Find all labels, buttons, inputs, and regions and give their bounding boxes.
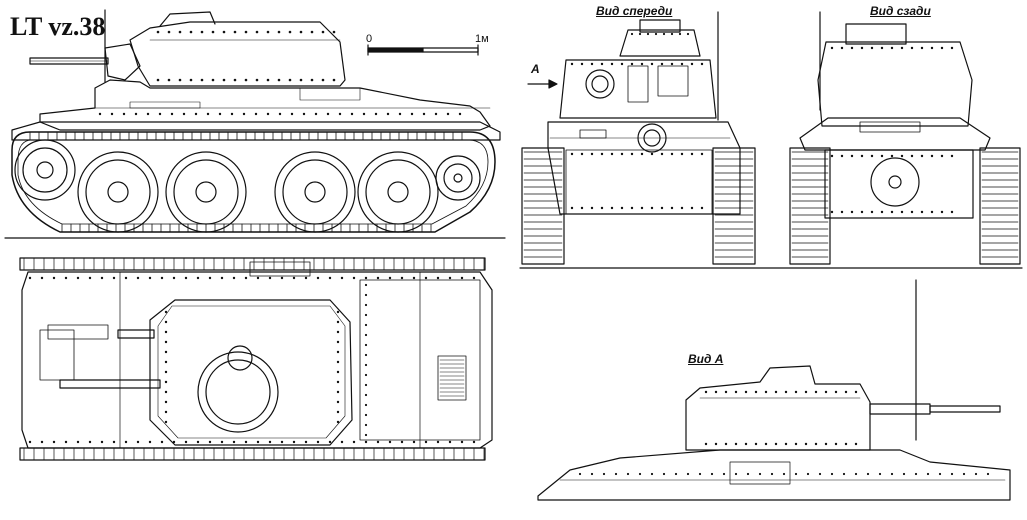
rear-view (790, 12, 1020, 264)
view-a-drawing (538, 280, 1010, 500)
scale-bar (368, 45, 478, 55)
arrow-a (528, 80, 557, 88)
front-view-label: Вид спереди (596, 4, 673, 18)
scale-zero-label: 0 (366, 33, 373, 45)
drawing-title: LT vz.38 (10, 12, 106, 41)
scale-one-label: 1м (475, 33, 489, 45)
road-wheels (78, 152, 438, 232)
rear-view-label: Вид сзади (870, 4, 931, 18)
side-view (12, 10, 500, 232)
front-view (522, 12, 755, 264)
arrow-a-label: А (531, 62, 540, 76)
top-view (20, 258, 492, 460)
view-a-label: Вид А (688, 352, 724, 366)
